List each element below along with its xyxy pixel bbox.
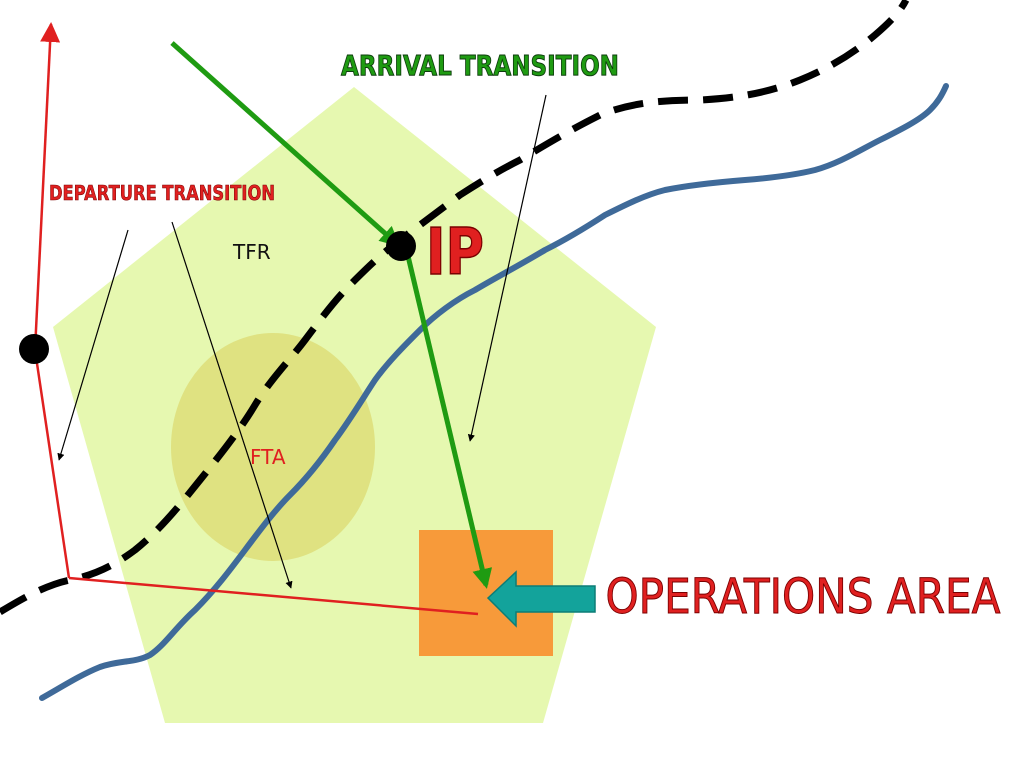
fta-label: FTA <box>250 445 286 469</box>
river <box>39 83 949 701</box>
fta-zone <box>171 333 375 561</box>
departure-waypoint <box>19 334 49 364</box>
arrival-route <box>170 41 493 589</box>
ip-label: IP <box>426 216 484 290</box>
departure-route <box>33 22 479 616</box>
tfr-label: TFR <box>232 240 271 264</box>
ip-waypoint <box>386 231 416 261</box>
callout-arrows <box>57 94 547 589</box>
operations-pointer-arrow <box>486 570 596 628</box>
operations-area-label: OPERATIONS AREA <box>606 569 1001 625</box>
arrival-transition-label: ARRIVAL TRANSITION <box>341 49 619 82</box>
departure-transition-label: DEPARTURE TRANSITION <box>49 181 275 205</box>
